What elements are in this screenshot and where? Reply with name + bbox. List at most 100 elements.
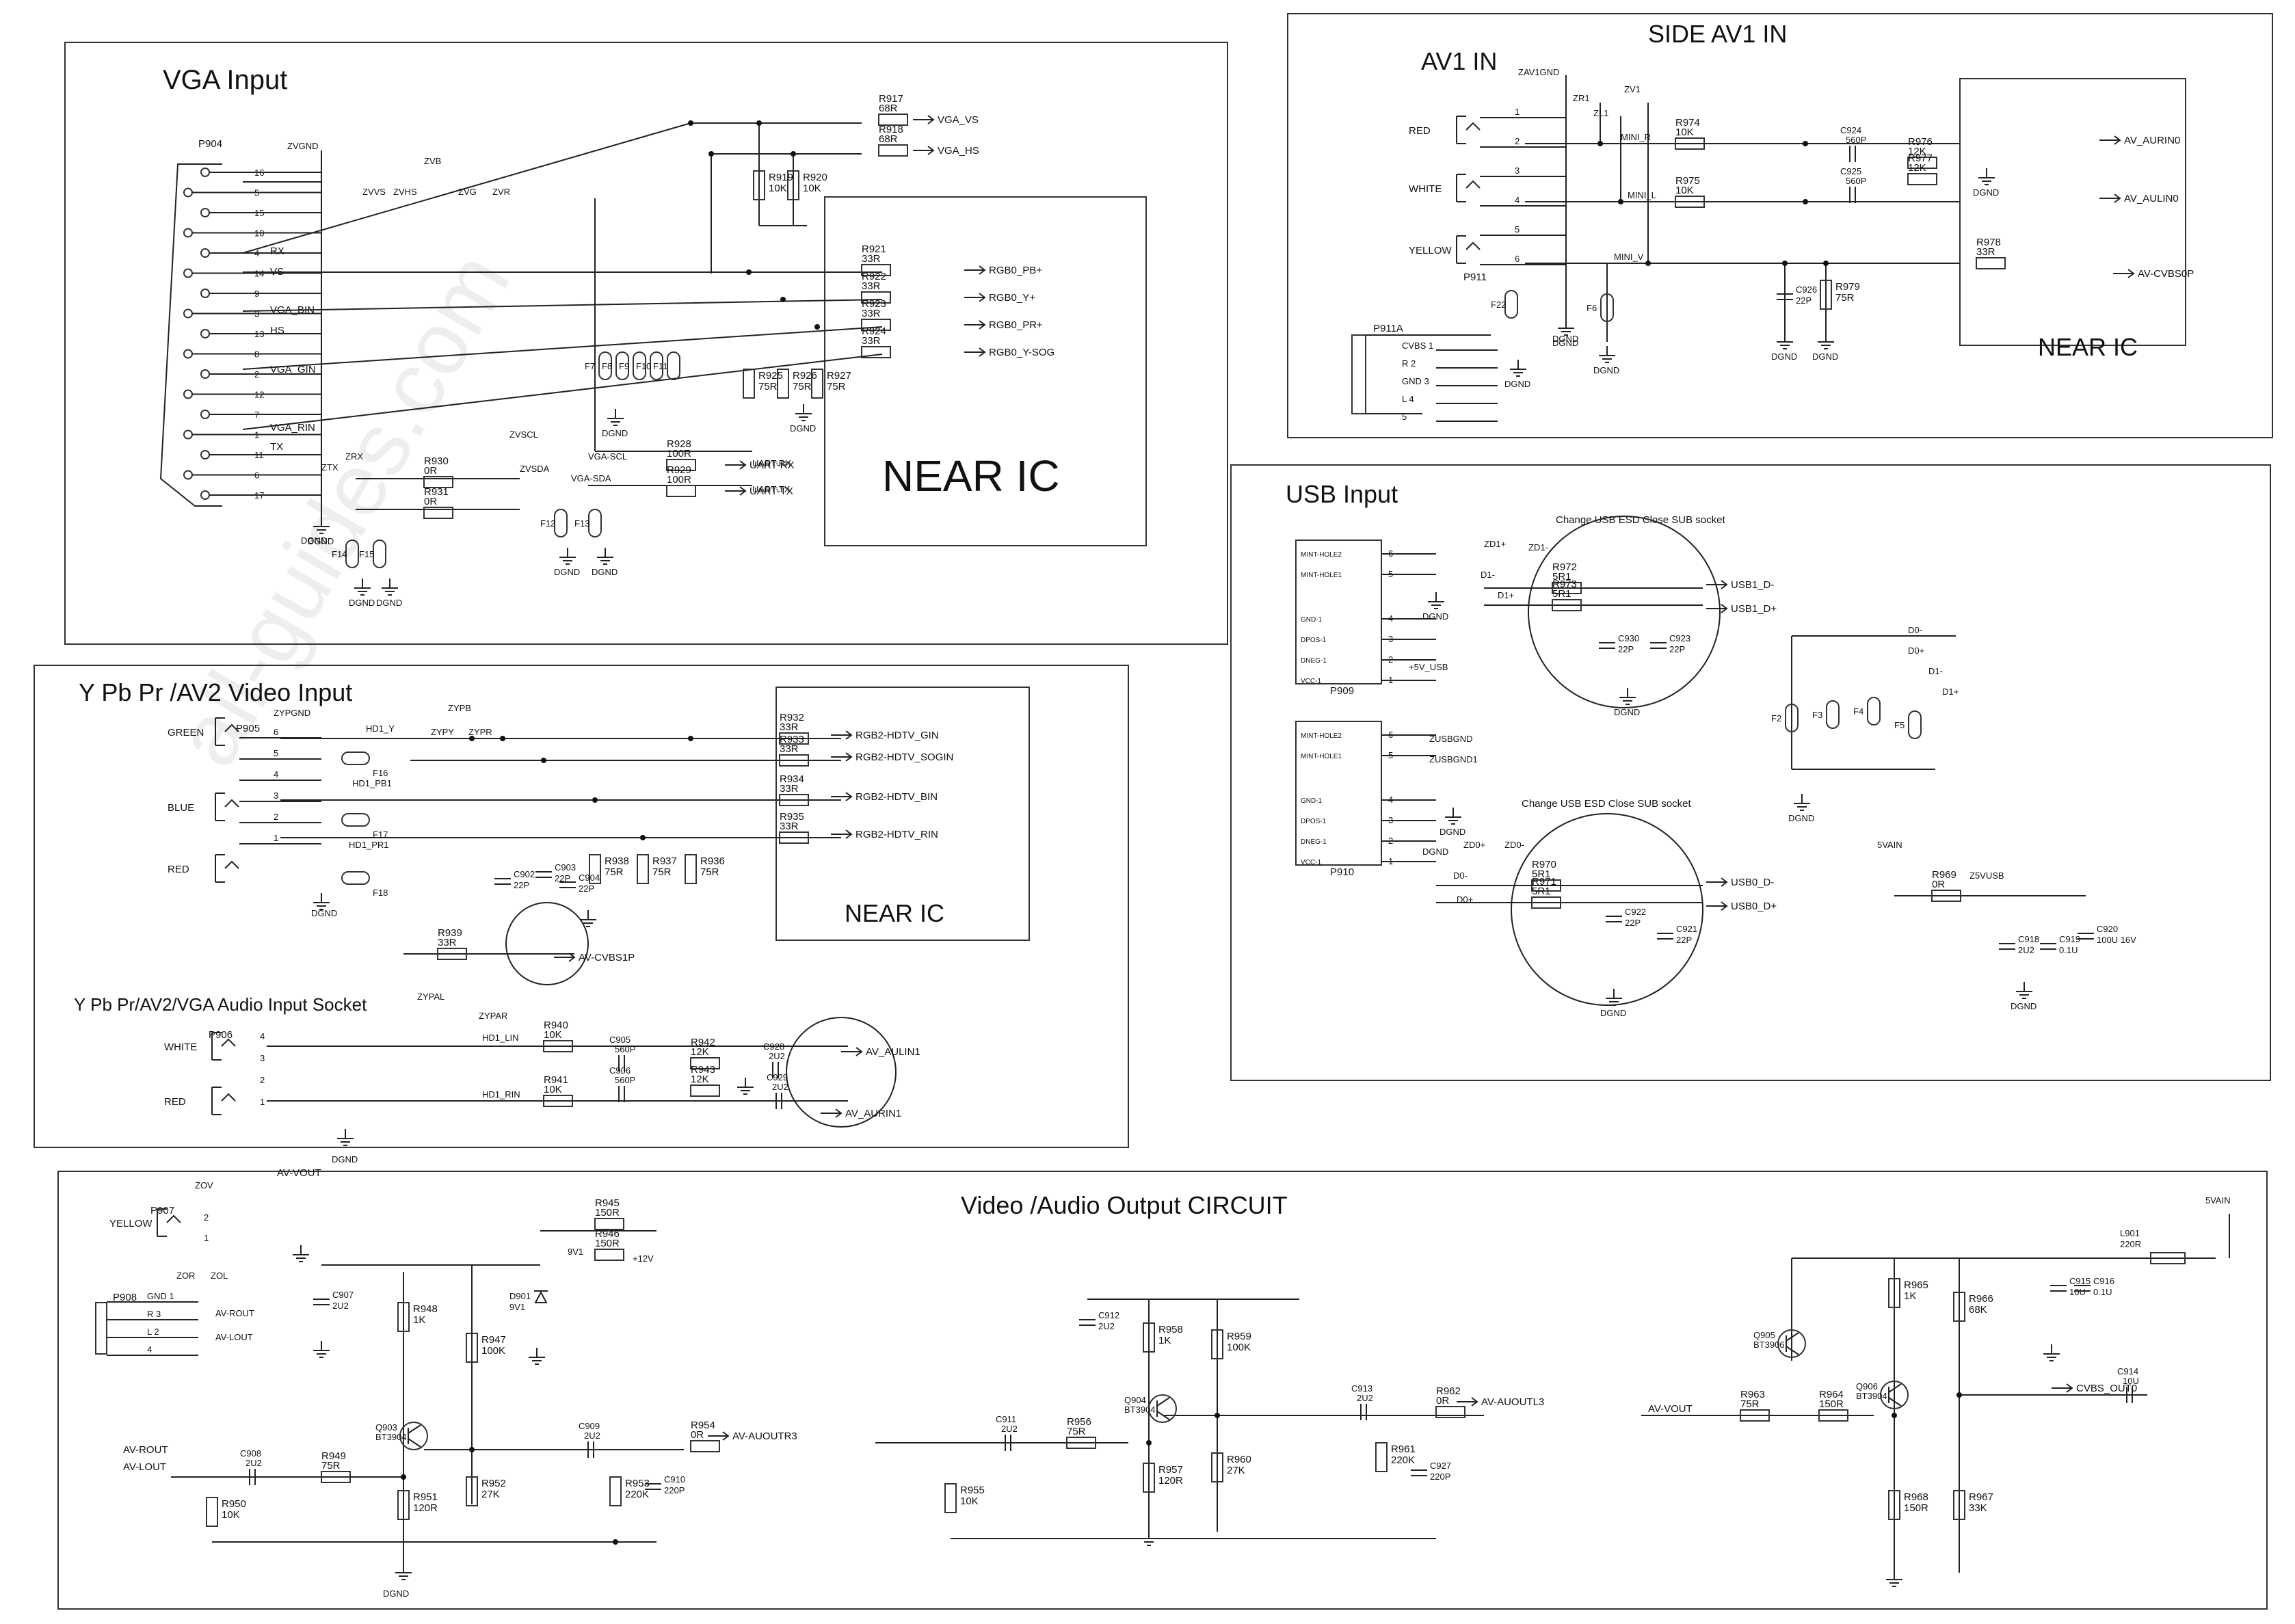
vga-f8: F8 xyxy=(602,351,629,380)
out-r965-ref: R965 xyxy=(1904,1279,1928,1291)
ypbpr-r933-ref: R933 xyxy=(780,734,804,745)
out-r962-ref: R962 xyxy=(1436,1385,1461,1397)
audio-in-jack-white: WHITE xyxy=(164,1032,236,1061)
ypbpr-c904-ref: C904 xyxy=(579,873,600,883)
audio-in-out-0: AV_AULIN1 xyxy=(841,1046,920,1058)
usb-out-1-label: USB1_D+ xyxy=(1731,603,1777,615)
vga-net-zvr: ZVR xyxy=(492,187,510,197)
av1-resistors: R97410KR97510KR97612KR97712KR97833RR9797… xyxy=(1675,117,2006,310)
out-r956-value: 75R xyxy=(1067,1426,1086,1437)
vga-pin-label-6: TX xyxy=(270,441,283,453)
vga-net-zvsda: ZVSDA xyxy=(520,464,550,474)
out-c913-ref: C913 xyxy=(1351,1383,1372,1394)
vga-sig-1: VGA-SDA xyxy=(571,473,611,483)
usb-r969-ref: R969 xyxy=(1932,869,1956,881)
vga-out-4-label: RGB0_PR+ xyxy=(989,319,1043,331)
vga-f13-ref: F13 xyxy=(574,518,589,529)
audio-in-c906-value: 560P xyxy=(615,1075,635,1085)
audio-in-net-hd1-lin: HD1_LIN xyxy=(482,1033,518,1043)
usb-p910-pin-0: MINT-HOLE2 xyxy=(1301,732,1342,740)
out-net-4: +12V xyxy=(633,1253,654,1264)
out-r947-value: 100K xyxy=(481,1345,505,1357)
usb-bus-3: D1+ xyxy=(1942,687,1959,697)
usb-p909-pin-2: GND-1 xyxy=(1301,616,1323,624)
av1-c924-value: 560P xyxy=(1846,135,1866,145)
out-sig-in-1: AV-LOUT xyxy=(123,1461,166,1473)
ypbpr-f18-ref: F18 xyxy=(373,888,388,898)
out-c910-value: 220P xyxy=(664,1485,685,1495)
vga-gnd-4-label: DGND xyxy=(592,567,618,577)
audio-in-jack-red: RED xyxy=(164,1087,236,1115)
vga-connector-ref: P904 xyxy=(198,138,222,150)
ypbpr-r936-ref: R936 xyxy=(700,855,725,867)
usb-net-4: ZD0+ xyxy=(1463,840,1485,850)
audio-in-r943-ref: R943 xyxy=(691,1064,715,1076)
ypbpr-cvbs-circle xyxy=(505,902,589,985)
av1-gnd-1: DGND xyxy=(1593,346,1619,375)
vga-gnd-1: DGND xyxy=(790,404,816,434)
out-r951-value: 120R xyxy=(413,1502,438,1514)
out-q903-ref: Q903 xyxy=(375,1422,397,1433)
usb-gnd-1-label: DGND xyxy=(1614,707,1640,717)
usb-out-3-label: USB0_D+ xyxy=(1731,901,1777,912)
out-c909-ref: C909 xyxy=(579,1421,600,1431)
usb-output-nets: USB1_D-USB1_D+USB0_D-USB0_D+ xyxy=(1706,579,1777,912)
vga-r917-value: 68R xyxy=(879,103,898,114)
vga-out-7: UART-TX xyxy=(725,485,793,497)
out-q903-type: BT3904 xyxy=(375,1432,407,1442)
av1-r974-ref: R974 xyxy=(1675,117,1700,129)
usb-gnd-0: DGND xyxy=(1422,592,1448,622)
out-r964-value: 150R xyxy=(1819,1398,1844,1410)
usb-r970-ref: R970 xyxy=(1532,859,1556,870)
out-c916-ref: C916 xyxy=(2093,1276,2114,1286)
ypbpr-pin-4: 4 xyxy=(274,769,278,780)
usb-f3: F3 xyxy=(1812,700,1840,729)
vga-net-ztx: ZTX xyxy=(321,462,339,472)
vga-pin-label-3: HS xyxy=(270,325,284,336)
out-r955-ref: R955 xyxy=(960,1485,985,1496)
out-r950-value: 10K xyxy=(222,1509,240,1521)
usb-p909-ref: P909 xyxy=(1330,685,1354,697)
ypbpr-connector-ref: P905 xyxy=(236,723,260,734)
out-r960-ref: R960 xyxy=(1227,1454,1251,1465)
usb-r972-value: 5R1 xyxy=(1552,571,1571,583)
audio-in-pin-1: 1 xyxy=(260,1097,265,1107)
vga-r922-value: 33R xyxy=(862,280,881,292)
audio-in-net-zypar: ZYPAR xyxy=(479,1011,507,1021)
usb-title: USB Input xyxy=(1286,480,1398,508)
ypbpr-net-zypr: ZYPR xyxy=(468,727,492,737)
ypbpr-r934-value: 33R xyxy=(780,783,799,795)
usb-p910-pin-3: DPOS-1 xyxy=(1301,818,1327,825)
ypbpr-r937-ref: R937 xyxy=(652,855,677,867)
out-c912-value: 2U2 xyxy=(1098,1321,1115,1331)
usb-c918-value: 2U2 xyxy=(2018,945,2034,955)
out-q905-ref: Q905 xyxy=(1753,1330,1775,1340)
vga-r923-ref: R923 xyxy=(862,298,886,310)
ypbpr-out-2: RGB2-HDTV_BIN xyxy=(831,791,938,803)
